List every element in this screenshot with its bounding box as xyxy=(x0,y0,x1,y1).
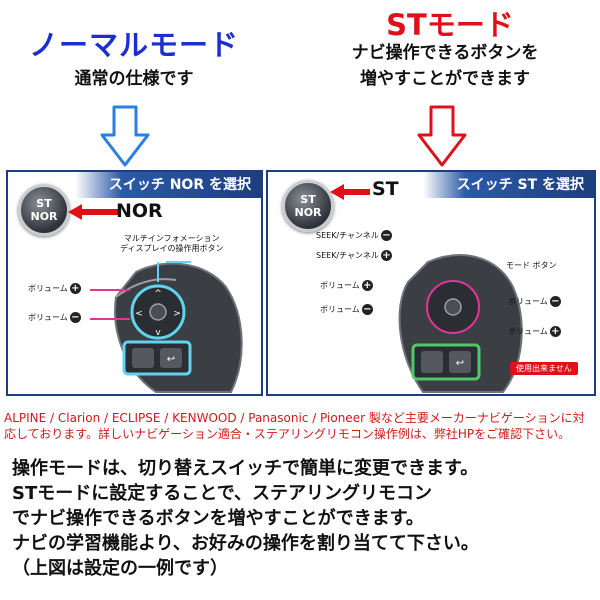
mode-button-label: モード ボタン xyxy=(506,261,557,270)
multi-info-callout: マルチインフォメーション ディスプレイの操作用ボタン xyxy=(120,234,223,254)
description-line2: STモードに設定することで、ステアリングリモコン xyxy=(12,483,432,504)
seek-plus-label: SEEK/チャンネル+ xyxy=(316,250,392,261)
st-mode-subtitle-line2: 増やすことができます xyxy=(360,69,530,89)
nor-switch-header: スイッチ NOR を選択 xyxy=(74,172,261,198)
description-line4: ナビの学習機能より、お好みの操作を割り当てて下さい。 xyxy=(12,533,479,554)
description-line5: （上図は設定の一例です） xyxy=(12,558,228,579)
down-arrow-red-icon xyxy=(417,105,467,167)
seek-minus-label: SEEK/チャンネル− xyxy=(316,230,392,241)
volume-minus-text: ボリューム xyxy=(28,313,68,322)
minus-icon: − xyxy=(361,304,373,315)
callout-line1: マルチインフォメーション xyxy=(123,234,220,243)
volume-plus-text: ボリューム xyxy=(28,284,68,293)
st-mode-panel: スイッチ ST を選択 ST NOR ST ↩ SEEK/チャンネル− SEEK… xyxy=(266,170,596,396)
pointer-arrow-icon xyxy=(330,184,370,200)
right-volume-minus-text: ボリューム xyxy=(508,297,548,306)
steering-remote-left: ^ v < > ↩ xyxy=(114,261,243,393)
pointer-line xyxy=(90,289,130,291)
st-mode-label: ST xyxy=(372,178,399,200)
minus-icon: − xyxy=(380,230,392,241)
st-mode-subtitle: ナビ操作できるボタンを 増やすことができます xyxy=(290,40,600,92)
st-mode-title: STモード xyxy=(386,8,514,42)
description-line1: 操作モードは、切り替えスイッチで簡単に変更できます。 xyxy=(12,458,479,479)
steering-remote-right: ↩ xyxy=(398,254,523,393)
down-arrow-blue-icon xyxy=(100,105,150,167)
mode-switch-nor: ST NOR xyxy=(18,184,70,236)
right-volume-plus-label: ボリューム+ xyxy=(508,326,561,337)
right-volume-plus-text: ボリューム xyxy=(508,327,548,336)
svg-text:^: ^ xyxy=(154,289,162,299)
right-volume-minus-label: ボリューム− xyxy=(508,296,561,307)
svg-text:↩: ↩ xyxy=(456,358,464,369)
st-switch-header: スイッチ ST を選択 xyxy=(422,172,594,198)
normal-mode-subtitle: 通常の仕様です xyxy=(74,69,194,89)
svg-text:>: > xyxy=(173,309,181,319)
plus-icon: + xyxy=(549,326,561,337)
svg-text:<: < xyxy=(135,309,143,319)
seek-minus-text: SEEK/チャンネル xyxy=(316,231,379,240)
svg-text:↩: ↩ xyxy=(167,354,175,365)
unavailable-badge: 使用出来ません xyxy=(510,362,578,375)
plus-icon: + xyxy=(380,250,392,261)
st-mode-subtitle-line1: ナビ操作できるボタンを xyxy=(351,43,539,63)
svg-text:v: v xyxy=(155,328,161,338)
switch-label-st: ST xyxy=(36,197,52,210)
pointer-line xyxy=(90,318,130,320)
callout-line2: ディスプレイの操作用ボタン xyxy=(120,244,224,253)
compatibility-notice: ALPINE / Clarion / ECLIPSE / KENWOOD / P… xyxy=(4,411,585,441)
volume-plus-label-right: ボリューム+ xyxy=(320,280,373,291)
normal-mode-title: ノーマルモード xyxy=(28,28,239,62)
switch-label-nor: NOR xyxy=(30,210,58,223)
switch-label-st: ST xyxy=(300,193,316,206)
volume-plus-text: ボリューム xyxy=(320,281,360,290)
seek-plus-text: SEEK/チャンネル xyxy=(316,251,379,260)
volume-minus-label-left: ボリューム− xyxy=(28,312,81,323)
mode-switch-st: ST NOR xyxy=(282,180,334,232)
description-block: 操作モードは、切り替えスイッチで簡単に変更できます。 STモードに設定することで… xyxy=(12,456,596,581)
minus-icon: − xyxy=(69,312,81,323)
volume-minus-text: ボリューム xyxy=(320,305,360,314)
pointer-arrow-icon xyxy=(68,204,118,220)
minus-icon: − xyxy=(549,296,561,307)
description-line3: でナビ操作できるボタンを増やすことができます。 xyxy=(12,508,424,529)
volume-plus-label-left: ボリューム+ xyxy=(28,283,81,294)
plus-icon: + xyxy=(69,283,81,294)
switch-label-nor: NOR xyxy=(294,206,322,219)
normal-mode-panel: スイッチ NOR を選択 ST NOR NOR マルチインフォメーション ディス… xyxy=(6,170,263,396)
volume-minus-label-right: ボリューム− xyxy=(320,304,373,315)
plus-icon: + xyxy=(361,280,373,291)
nor-mode-label: NOR xyxy=(116,200,163,222)
